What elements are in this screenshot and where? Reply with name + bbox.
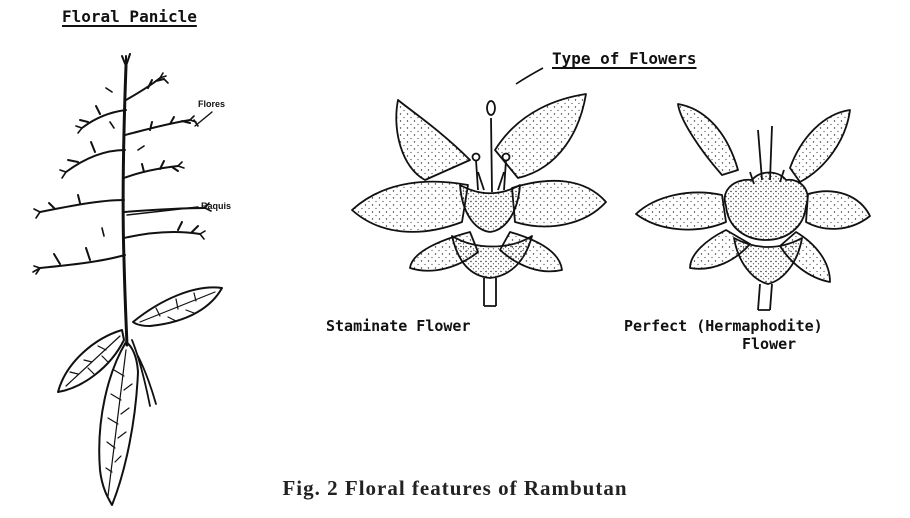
staminate-pedicel [484, 278, 496, 306]
staminate-petal-back-right [495, 94, 586, 178]
staminate-petal-left [352, 182, 468, 232]
perfect-pedicel [758, 284, 772, 310]
branch-right-1 [126, 78, 164, 100]
staminate-flower-caption: Staminate Flower [326, 318, 471, 335]
branch-left-1 [80, 106, 126, 128]
staminate-flower-drawing [352, 94, 606, 306]
perfect-flower-caption-line2: Flower [742, 336, 796, 353]
branch-right-2 [125, 117, 190, 135]
branch-left-4 [40, 248, 125, 268]
branch-left-3 [40, 195, 124, 212]
figure-caption: Fig. 2 Floral features of Rambutan [0, 476, 910, 501]
perfect-petal-right [806, 191, 870, 229]
perfect-sepal [734, 238, 802, 284]
floral-panicle-drawing [33, 54, 222, 505]
perfect-ovary [725, 173, 808, 241]
branch-right-3 [124, 161, 178, 178]
perfect-petal-back-right [790, 110, 850, 182]
type-of-flowers-title: Type of Flowers [552, 50, 697, 68]
perfect-flower-drawing [636, 104, 870, 310]
perfect-flower-caption-line1: Perfect (Hermaphodite) [624, 318, 823, 335]
floral-panicle-title: Floral Panicle [62, 8, 197, 26]
staminate-petal-right [512, 181, 606, 227]
staminate-center [460, 185, 520, 232]
perfect-petal-left [636, 192, 726, 229]
branch-right-5 [124, 222, 200, 238]
branch-left-2 [66, 142, 125, 172]
staminate-petal-back-left [396, 100, 470, 180]
perfect-petal-back-left [678, 104, 738, 175]
raquis-label: Raquis [201, 202, 231, 212]
flores-label: Flores [198, 100, 225, 110]
flowers-title-pointer [516, 68, 543, 84]
rachis-stem [123, 66, 127, 345]
flores-pointer [195, 112, 212, 126]
leaf-left [58, 330, 124, 392]
